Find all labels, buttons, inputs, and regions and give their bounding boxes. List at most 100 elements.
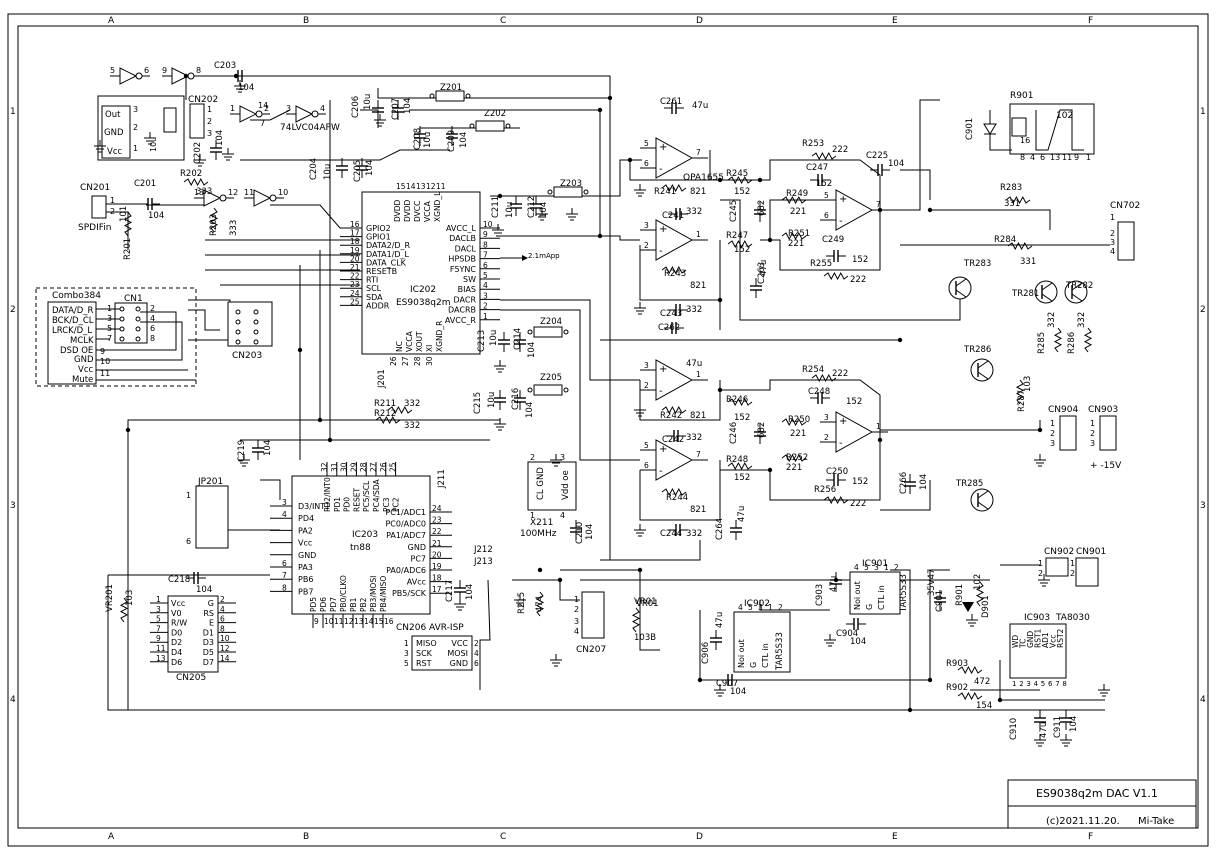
cn207-pin: 3: [574, 617, 579, 626]
junction-dots: [125, 73, 1043, 713]
pin-number: 14: [220, 654, 230, 663]
pin-name: R/W: [171, 619, 187, 628]
component-value: 103: [125, 590, 135, 606]
junction-dot: [927, 677, 933, 683]
cn903-pin: 2: [1090, 429, 1095, 438]
pin-number: 27: [369, 462, 378, 472]
col-marker: C: [500, 16, 506, 26]
component-ref: C262: [658, 323, 680, 333]
component-value: 152: [734, 413, 750, 423]
j213-ref: J213: [473, 557, 493, 567]
component-ref: VR01: [636, 599, 659, 609]
component-ref: C911: [1053, 716, 1063, 738]
relay-pin: 11: [1062, 153, 1072, 162]
inverter-pin: 12: [228, 188, 238, 197]
ground-symbol: [374, 114, 386, 127]
capacitor: [826, 474, 846, 486]
component-value: 332: [1047, 312, 1057, 328]
cn902-connector: CN902 1 2: [1038, 547, 1074, 578]
pin-number: 13: [156, 654, 166, 663]
pin-name: GND: [450, 659, 468, 668]
pin-name: PC4/SDA: [372, 479, 381, 512]
component-ref: R251: [788, 229, 810, 239]
capacitor: [514, 390, 526, 410]
pin-number: 6: [483, 261, 488, 270]
component-ref: Z204: [540, 317, 562, 327]
pin-name: DATA_CLK: [366, 258, 407, 267]
capacitor: [664, 322, 684, 334]
svg-text:-: -: [659, 386, 663, 397]
ic903-part: TA8030: [1055, 613, 1090, 623]
component-ref: C245: [729, 200, 739, 222]
component-value: 10u: [505, 202, 515, 218]
capacitor: [664, 102, 684, 114]
pin-number: 3: [483, 291, 488, 300]
component-value: 101: [119, 206, 129, 222]
pin-name: AVCC_R: [445, 316, 477, 325]
resistor: [1083, 327, 1093, 353]
resistor: [209, 207, 219, 233]
ground-symbol: [238, 454, 250, 467]
ground-symbol: [966, 614, 978, 627]
pin-name: RESETB: [366, 267, 397, 276]
combo-signal: LRCK/D_L: [52, 326, 92, 336]
opamp-pin: 5: [644, 139, 649, 148]
pin-name: D3/INT1: [298, 502, 330, 511]
pin-name: WD: [1011, 635, 1020, 648]
combo-signal: Vcc: [78, 365, 93, 375]
junction-dot: [927, 207, 933, 213]
component-ref: C225: [866, 151, 888, 161]
component-ref: Z202: [484, 109, 506, 119]
pin-name: PC7: [411, 554, 427, 563]
relay-pin: 1: [1086, 153, 1091, 162]
pin-name: PA2: [298, 526, 313, 535]
capacitor: [494, 390, 506, 410]
ground-symbol: [194, 154, 206, 167]
pin-name: DATA2/D_R: [366, 241, 411, 250]
pin-number: 24: [432, 504, 442, 513]
cn903-pin: 1: [1090, 419, 1095, 428]
component-value: 47u: [737, 506, 747, 522]
component-value: 104: [148, 211, 164, 221]
title-text: ES9038q2m DAC V1.1: [1036, 787, 1158, 800]
pin-number: 17: [432, 585, 442, 594]
cn1-pin: 2: [150, 304, 155, 313]
pin-number: 5: [483, 271, 488, 280]
junction-dot: [717, 177, 723, 183]
component-ref: C243: [660, 309, 682, 319]
junction-dot: [637, 567, 643, 573]
pin-number: 22: [432, 527, 442, 536]
pin-number: 21: [350, 263, 360, 272]
spdif-input: CN201 SPDIFin 1 2: [78, 183, 146, 250]
pin-number: 4: [220, 605, 225, 614]
col-marker: F: [1088, 16, 1093, 26]
pin-number: 4: [483, 281, 488, 290]
junction-dot: [327, 437, 333, 443]
pin-name: PB3/MOSI: [369, 576, 378, 612]
pin-name: MOSI: [447, 649, 468, 658]
pin-name: Vcc: [171, 599, 185, 608]
component-ref: C215: [473, 392, 483, 414]
ground-symbol: [454, 598, 466, 611]
relay-pin: 16: [1020, 136, 1030, 145]
pin-number: 8: [1062, 680, 1066, 688]
pin-number: 13: [354, 617, 364, 626]
pin-number: 4: [282, 510, 287, 519]
pin-number: 27: [401, 356, 410, 366]
component-value: 152: [734, 245, 750, 255]
pin-name: PC3: [382, 497, 391, 512]
pin-name: CTL in: [877, 585, 886, 610]
pin-number: 5: [156, 615, 161, 624]
resistor: [727, 239, 753, 249]
cn903-connector: CN903 + -15V 1 2 3: [1088, 405, 1122, 471]
pin-number: 19: [432, 562, 442, 571]
capacitor: [186, 572, 206, 584]
column-markers-bottom: A B C D E F: [108, 832, 1093, 842]
opamp-pin: 7: [696, 450, 701, 459]
junction-dot: [717, 297, 723, 303]
component-ref: R252: [786, 453, 808, 463]
